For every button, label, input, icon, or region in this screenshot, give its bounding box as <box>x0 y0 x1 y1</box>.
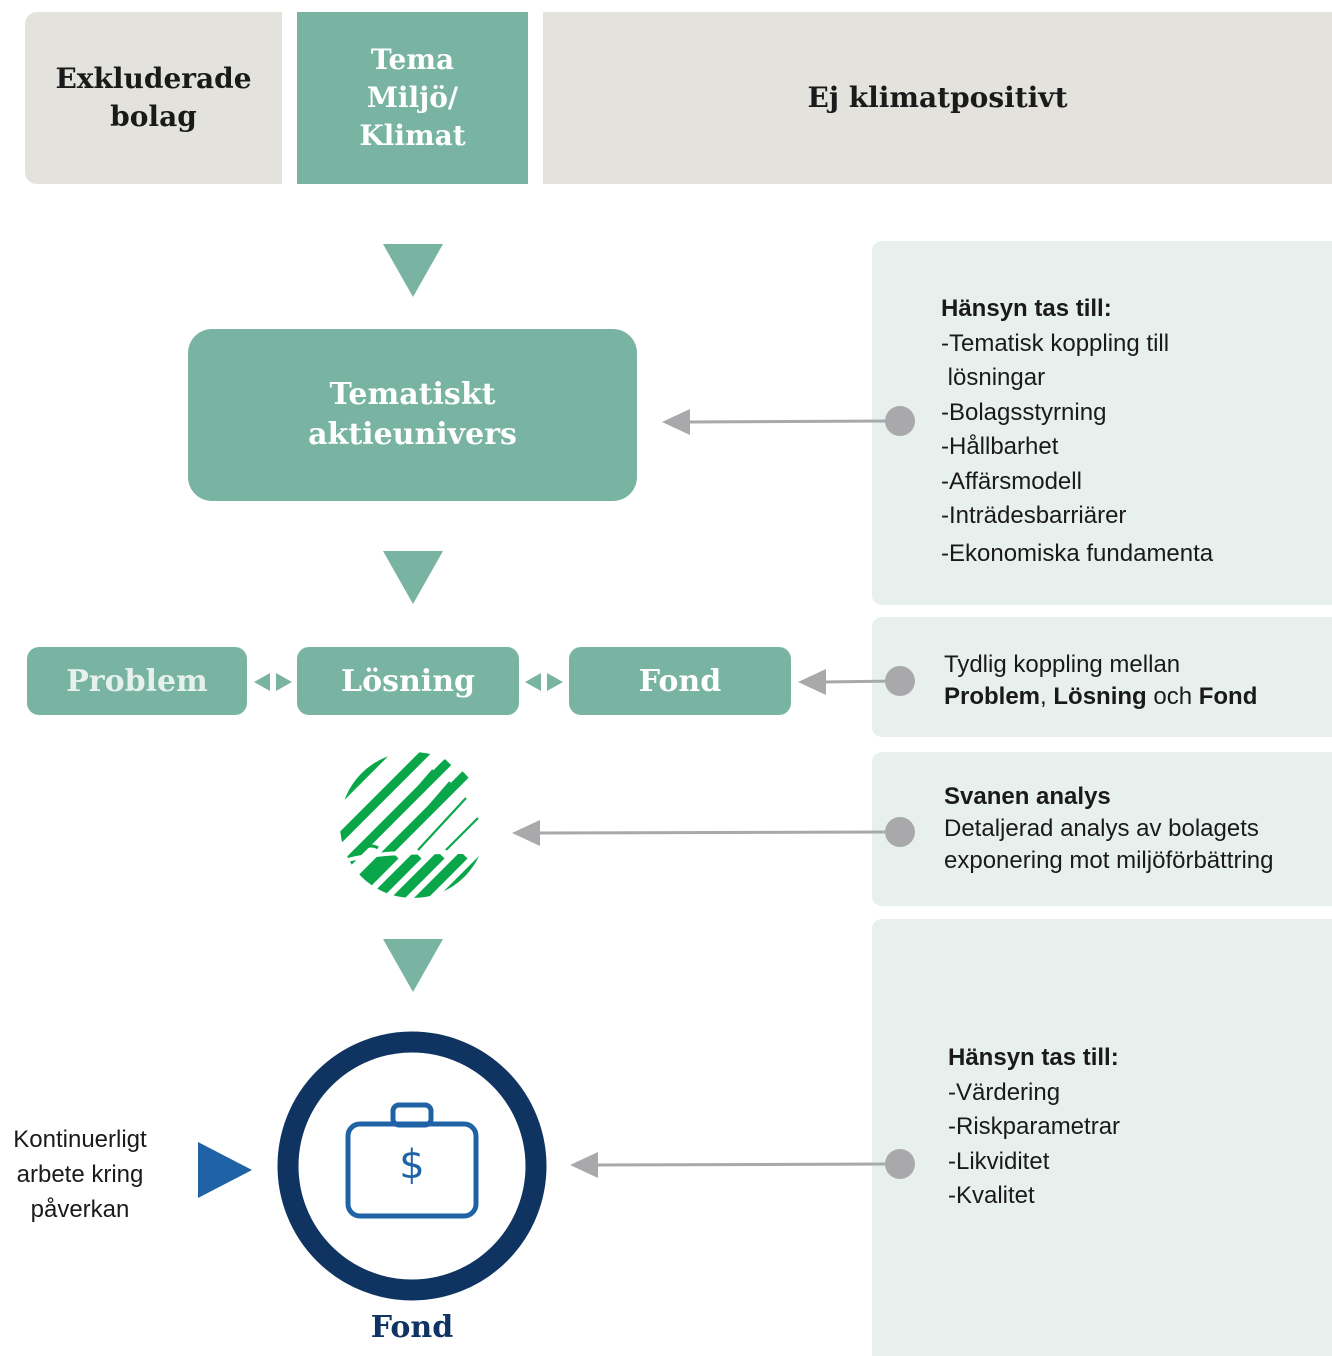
theme-box: Tema Miljö/ Klimat <box>297 12 528 184</box>
excluded-line-1: Exkluderade <box>55 62 252 95</box>
panel3-heading: Svanen analys <box>944 783 1111 810</box>
triangle-down-icon <box>383 939 443 992</box>
fund-label: Fond <box>370 1310 454 1345</box>
briefcase-dollar-icon <box>345 1102 479 1219</box>
panel1-item: -Bolagsstyrning <box>941 398 1107 426</box>
panel3-line: exponering mot miljöförbättring <box>944 847 1274 874</box>
criteria-panel-2 <box>872 919 1332 1356</box>
panel1-item: -Tematisk koppling till <box>941 329 1170 357</box>
panel4-item: -Likviditet <box>948 1147 1050 1175</box>
link-panel-text: Tydlig koppling mellan Problem, Lösning … <box>944 649 1324 713</box>
fund-circle <box>277 1031 547 1301</box>
connector-arrow-icon <box>570 1149 915 1179</box>
panel4-heading: Hänsyn tas till: <box>948 1044 1119 1071</box>
panel1-item: -Hållbarhet <box>941 433 1059 460</box>
theme-line-3: Klimat <box>359 119 466 152</box>
thematic-universe-box: Tematiskt aktieunivers <box>188 329 637 501</box>
connector-arrow-icon <box>798 666 915 696</box>
double-arrow-icon <box>254 673 292 691</box>
panel2-solution: Lösning <box>1053 683 1147 710</box>
excluded-line-2: bolag <box>110 100 197 133</box>
side-note-line-1: Kontinuerligt <box>13 1126 147 1153</box>
panel3-line: Detaljerad analys av bolagets <box>944 815 1259 842</box>
panel2-comma: , <box>1040 683 1054 710</box>
swan-panel <box>872 752 1332 906</box>
side-note: Kontinuerligt arbete kring påverkan <box>0 1122 160 1227</box>
panel2-och: och <box>1146 683 1199 710</box>
solution-label: Lösning <box>341 663 475 699</box>
double-arrow-icon <box>525 673 563 691</box>
fund-chain-box: Fond <box>569 647 791 715</box>
universe-line-1: Tematiskt <box>329 377 496 412</box>
connector-arrow-icon <box>662 406 915 436</box>
panel1-item: -Affärsmodell <box>941 467 1082 495</box>
criteria-panel-1 <box>872 241 1332 605</box>
panel2-line-1: Tydlig koppling mellan <box>944 651 1181 678</box>
panel1-item: lösningar <box>941 364 1046 391</box>
criteria-panel-2-text: Hänsyn tas till: -Värdering -Riskparamet… <box>948 1041 1318 1214</box>
theme-line-1: Tema <box>370 43 455 76</box>
panel4-item: -Kvalitet <box>948 1182 1035 1209</box>
not-climate-positive-label: Ej klimatpositivt <box>807 81 1068 114</box>
criteria-panel-1-text: Hänsyn tas till: -Tematisk koppling till… <box>941 292 1321 571</box>
problem-box: Problem <box>27 647 247 715</box>
theme-line-2: Miljö/ <box>366 81 459 114</box>
triangle-down-icon <box>383 244 443 297</box>
fund-chain-label: Fond <box>638 663 722 699</box>
swan-ecolabel-icon <box>340 752 486 898</box>
panel4-item: -Värdering <box>948 1078 1061 1106</box>
panel4-item: -Riskparametrar <box>948 1113 1121 1140</box>
not-climate-positive-box: Ej klimatpositivt <box>543 12 1332 184</box>
panel1-item: -Inträdesbarriärer <box>941 502 1127 529</box>
connector-arrow-icon <box>512 817 915 847</box>
triangle-down-icon <box>383 551 443 604</box>
side-note-line-2: arbete kring <box>16 1161 144 1188</box>
problem-label: Problem <box>66 663 208 699</box>
dollar-sign: $ <box>399 1142 425 1188</box>
universe-line-2: aktieunivers <box>308 417 517 452</box>
link-panel <box>872 617 1332 737</box>
solution-box: Lösning <box>297 647 519 715</box>
panel1-item: -Ekonomiska fundamenta <box>941 539 1214 567</box>
panel2-problem: Problem <box>944 683 1041 710</box>
excluded-companies-box: Exkluderade bolag <box>25 12 282 184</box>
panel2-line-2: Problem, Lösning och Fond <box>944 681 1324 713</box>
panel1-heading: Hänsyn tas till: <box>941 295 1112 322</box>
swan-panel-text: Svanen analys Detaljerad analys av bolag… <box>944 781 1329 877</box>
panel2-fund: Fond <box>1198 683 1258 710</box>
play-arrow-icon <box>198 1142 252 1198</box>
side-note-line-3: påverkan <box>30 1196 130 1223</box>
